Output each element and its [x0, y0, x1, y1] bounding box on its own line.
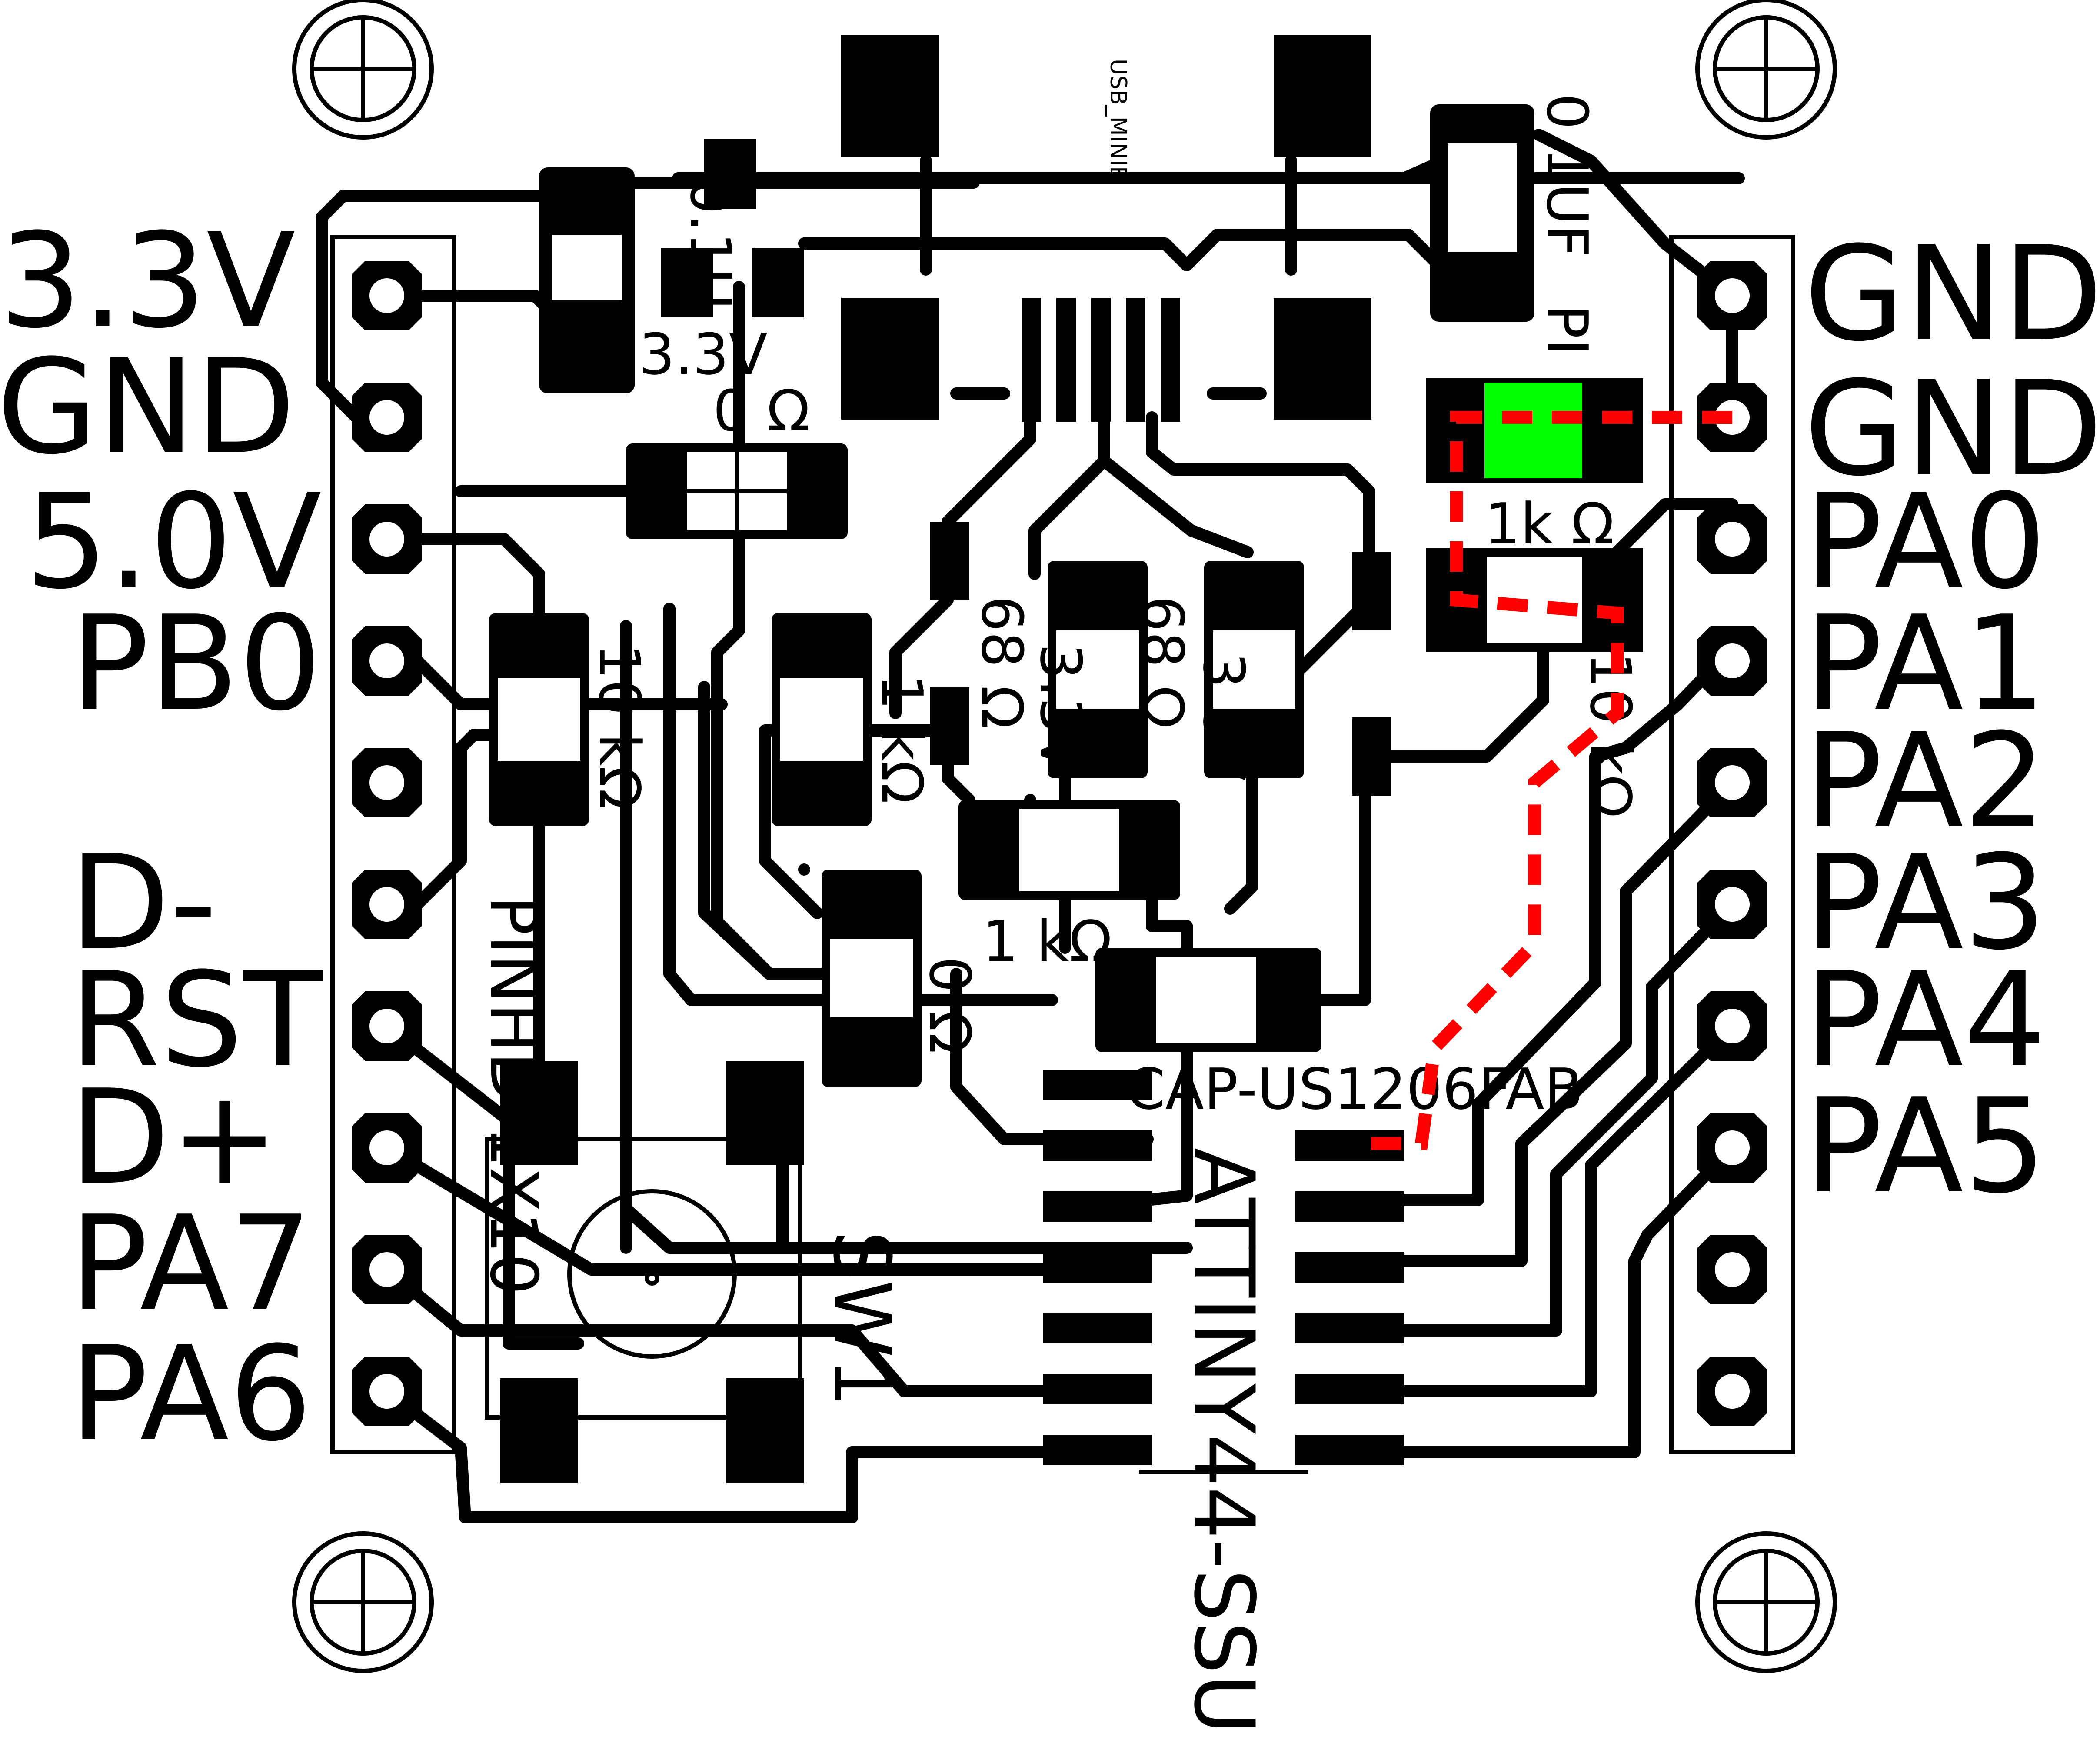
zener-b-label: 3.3V: [1191, 652, 1257, 781]
mounting-hole-top-left: [292, 0, 434, 140]
small-pads: [930, 522, 1391, 796]
cap-top-suffix: PI: [1534, 304, 1600, 355]
resistor-1k-right: 1k Ω: [1426, 378, 1643, 557]
mcu-attiny44: ATTINY44-SSU: [1043, 1070, 1404, 1734]
cap-left-label: 0.1U: [678, 178, 744, 310]
mounting-hole-top-right: [1695, 0, 1837, 140]
dashed-route: [1352, 411, 1732, 1150]
resistor-1k-mid: 1 kΩ: [772, 613, 935, 826]
left-label-pb0: PB0: [70, 588, 322, 740]
right-label-pa1: PA1: [1804, 588, 2047, 740]
zener-a-label: 3.3V: [1028, 643, 1094, 772]
resistor-1k-lower: 1 kΩ: [958, 800, 1180, 974]
r1k-mid-label: 1 kΩ: [869, 674, 935, 804]
left-label-dplus: D+: [70, 1062, 279, 1213]
mounting-hole-bottom-left: [292, 1531, 434, 1673]
r1k-right-label: 1k Ω: [1484, 491, 1614, 557]
right-label-gnd-1: GND: [1804, 218, 2100, 370]
left-label-pa6: PA6: [70, 1318, 312, 1470]
left-label-pa7: PA7: [70, 1188, 312, 1340]
r0-label: 0 Ω: [713, 378, 810, 444]
resistor-0ohm: [626, 443, 848, 539]
usb-label: USB_MINIB: [1105, 59, 1131, 182]
resistor-10k-left: 10 kΩ: [489, 613, 652, 826]
right-header-pads: [1697, 261, 1767, 1426]
reg-label: 3.3V: [639, 321, 768, 387]
usb-connector: USB_MINIB: [841, 35, 1371, 422]
resistor-0-lower: 0 Ω: [822, 870, 983, 1087]
left-label-3v3: 3.3V: [0, 205, 296, 357]
right-label-pa5: PA5: [1804, 1070, 2047, 1222]
cap-top: 0.1UF PI: [1430, 93, 1600, 355]
right-label-pa4: PA4: [1804, 944, 2047, 1096]
right-label-pa3: PA3: [1804, 827, 2047, 979]
r10k-left-label: 10 kΩ: [586, 643, 652, 809]
mcu-label: ATTINY44-SSU: [1176, 1148, 1272, 1734]
left-label-dminus: D-: [70, 827, 217, 979]
switch-sw1: SW1 PINHD-1X10: [476, 896, 907, 1483]
pinhead-label: PINHD-1X10: [476, 896, 551, 1295]
r0-lower-label: 0 Ω: [917, 957, 983, 1053]
cap-us-label: CAP-US1206FAB: [1126, 1056, 1583, 1122]
r1k-lower-label: 1 kΩ: [982, 908, 1112, 974]
right-label-pa0: PA0: [1804, 466, 2047, 618]
resistor-68-b: 68 Ω 3.3V: [1130, 561, 1304, 781]
mounting-hole-bottom-right: [1695, 1531, 1837, 1673]
left-header-pads: [352, 261, 422, 1426]
left-header-outline: [330, 235, 456, 1454]
highlight-pad: [1484, 383, 1582, 478]
left-label-gnd: GND: [0, 331, 296, 483]
left-label-rst: RST: [70, 944, 324, 1096]
resistor-68-a: 68 Ω 3.3V: [969, 561, 1148, 778]
left-label-5v0: 5.0V: [25, 466, 322, 618]
right-label-pa2: PA2: [1804, 705, 2047, 857]
cap-top-label: 0.1UF: [1534, 93, 1600, 257]
cap-left: 0.1U 3.3V 0 Ω: [539, 139, 810, 444]
r68a-label: 68 Ω: [969, 596, 1035, 729]
cap-us1206: CAP-US1206FAB: [1095, 948, 1583, 1122]
right-label-gnd-2: GND: [1804, 353, 2100, 505]
switch-label: SW1: [816, 1230, 907, 1407]
r68b-label: 68 Ω: [1130, 596, 1196, 729]
